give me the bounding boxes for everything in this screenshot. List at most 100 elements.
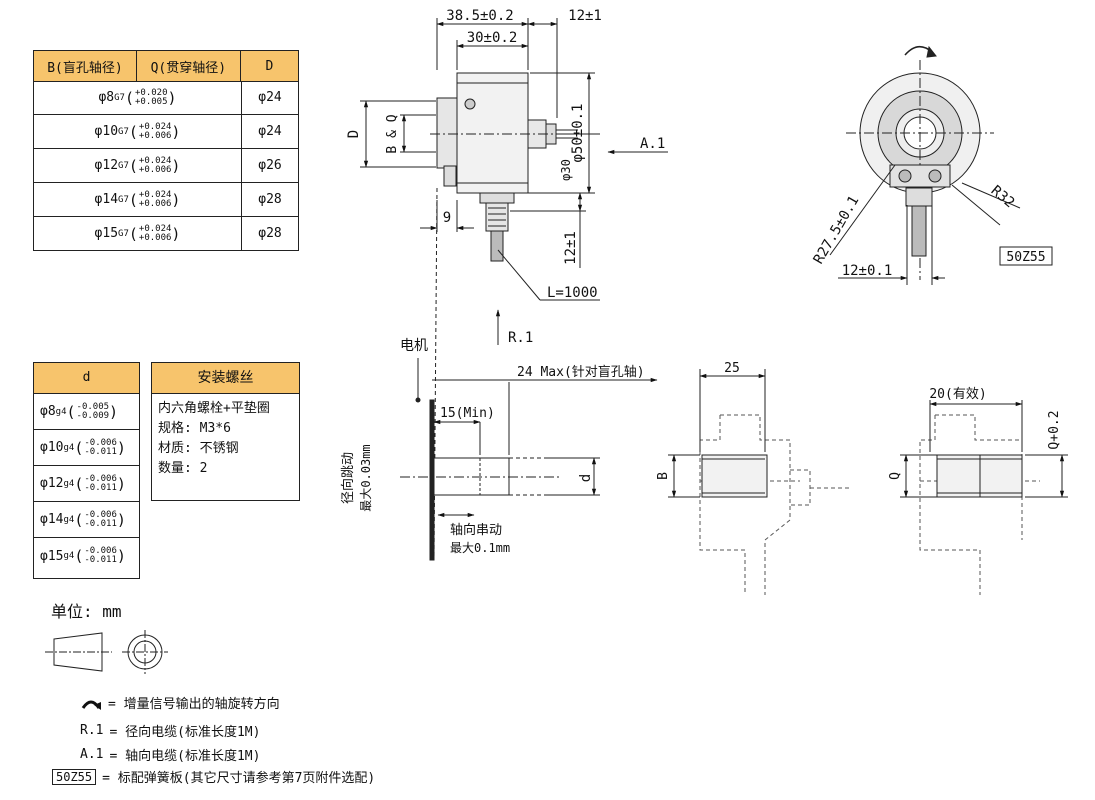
unit-label: 单位: mm	[51, 602, 122, 621]
housing-d-cell: φ24	[258, 90, 282, 105]
dia-value: φ8	[98, 90, 115, 105]
dia-value: φ8	[40, 404, 56, 419]
legend-r1-key: R.1	[80, 723, 104, 738]
tol-upper: +0.024	[138, 155, 172, 166]
housing-d-cell: φ28	[258, 192, 282, 207]
label-b-section: B	[656, 472, 671, 480]
label-bq-dim: B & Q	[385, 114, 400, 153]
label-a1: A.1	[640, 136, 665, 152]
fit-class: G7	[118, 126, 129, 137]
dia-value: φ10	[94, 124, 119, 139]
dim-bottom-width: 12±0.1	[842, 263, 893, 279]
dim-total-length: 38.5±0.2	[446, 8, 513, 24]
housing-d-cell: φ26	[258, 158, 282, 173]
screw-line-type: 内六角螺栓+平垫圈	[158, 401, 270, 416]
spring-plate-tag-box	[999, 246, 1053, 266]
dia-value: φ14	[94, 192, 119, 207]
dim-min-depth: 15(Min)	[440, 406, 495, 421]
cable-length: L=1000	[547, 285, 598, 301]
dim-body-length: 30±0.2	[467, 30, 518, 46]
screw-line-qty: 数量: 2	[158, 461, 208, 476]
legend-rotation-text: = 增量信号输出的轴旋转方向	[108, 697, 280, 712]
spring-plate-tag: 50Z55	[1006, 250, 1045, 265]
section-blind-hole-shaft	[668, 369, 768, 498]
tol-upper: -0.006	[84, 437, 117, 448]
tol-lower: +0.006	[138, 198, 172, 209]
header-b: B(盲孔轴径)	[33, 50, 137, 82]
fit-class: G7	[118, 228, 129, 239]
fit-class: g4	[63, 478, 75, 489]
tol-upper: +0.024	[138, 223, 172, 234]
fit-class: g4	[55, 406, 67, 417]
fit-class: G7	[118, 160, 129, 171]
header-d2: d	[34, 363, 139, 394]
tol-upper: +0.020	[134, 87, 168, 98]
label-q-tolerance: Q+0.2	[1047, 410, 1062, 449]
dim-housing-diameter: φ50±0.1	[570, 103, 586, 162]
dim-effective-depth: 20(有效)	[929, 387, 986, 402]
housing-d-cell: φ24	[258, 124, 282, 139]
side-view	[360, 18, 668, 561]
dia-value: φ14	[40, 512, 64, 527]
screw-line-material: 材质: 不锈钢	[158, 441, 239, 456]
fit-class: G7	[114, 92, 125, 103]
tol-lower: +0.006	[138, 164, 172, 175]
motor-leader-dot	[415, 397, 421, 403]
legend-rotation: = 增量信号输出的轴旋转方向	[80, 693, 280, 712]
dia-value: φ12	[40, 476, 64, 491]
screw-line-size: 规格: M3*6	[158, 421, 231, 436]
axial-play-max: 最大0.1mm	[450, 541, 510, 555]
tol-lower: -0.009	[76, 410, 110, 421]
dim-blind-depth: 25	[724, 361, 740, 376]
motor-label: 电机	[400, 338, 428, 354]
legend-tag-key: 50Z55	[52, 768, 97, 785]
fit-class: G7	[118, 194, 129, 205]
section-through-hole-shaft	[900, 400, 1068, 498]
dim-shaft-diameter: φ30	[559, 159, 573, 181]
rotation-arrow-icon	[81, 700, 101, 710]
tol-lower: -0.011	[84, 518, 117, 529]
tol-upper: +0.024	[138, 189, 172, 200]
legend-a1-key: A.1	[80, 747, 104, 762]
tol-upper: -0.006	[84, 509, 117, 520]
tol-lower: -0.011	[84, 555, 117, 565]
radial-runout-label: 径向跳动	[340, 452, 356, 504]
label-q-section: Q	[888, 472, 903, 480]
legend-tag: 50Z55 = 标配弹簧板(其它尺寸请参考第7页附件选配)	[52, 767, 375, 786]
dim-r275: R27.5±0.1	[811, 193, 863, 267]
screw-title: 安装螺丝	[152, 363, 299, 394]
dim-axial-cable: 12±1	[568, 8, 602, 24]
label-d-shaft: d	[578, 474, 594, 482]
dia-value: φ10	[40, 440, 64, 455]
legend-r1-text: = 径向电缆(标准长度1M)	[109, 725, 261, 740]
dim-max-depth: 24 Max(针对盲孔轴)	[517, 364, 645, 380]
dia-value: φ15	[94, 226, 119, 241]
tol-upper: -0.006	[84, 473, 117, 484]
front-view	[829, 45, 1021, 285]
tol-lower: +0.006	[138, 232, 172, 243]
tol-lower: +0.006	[138, 130, 172, 141]
tol-upper: -0.005	[76, 401, 110, 412]
legend-a1: A.1 = 轴向电缆(标准长度1M)	[80, 745, 260, 764]
label-r1: R.1	[508, 330, 533, 346]
legend-r1: R.1 = 径向电缆(标准长度1M)	[80, 721, 260, 740]
tol-upper: -0.006	[84, 546, 117, 556]
header-d: D	[239, 50, 300, 82]
legend-a1-text: = 轴向电缆(标准长度1M)	[109, 749, 261, 764]
shaft-diameter-table: B(盲孔轴径) Q(贯穿轴径) D	[33, 50, 300, 82]
